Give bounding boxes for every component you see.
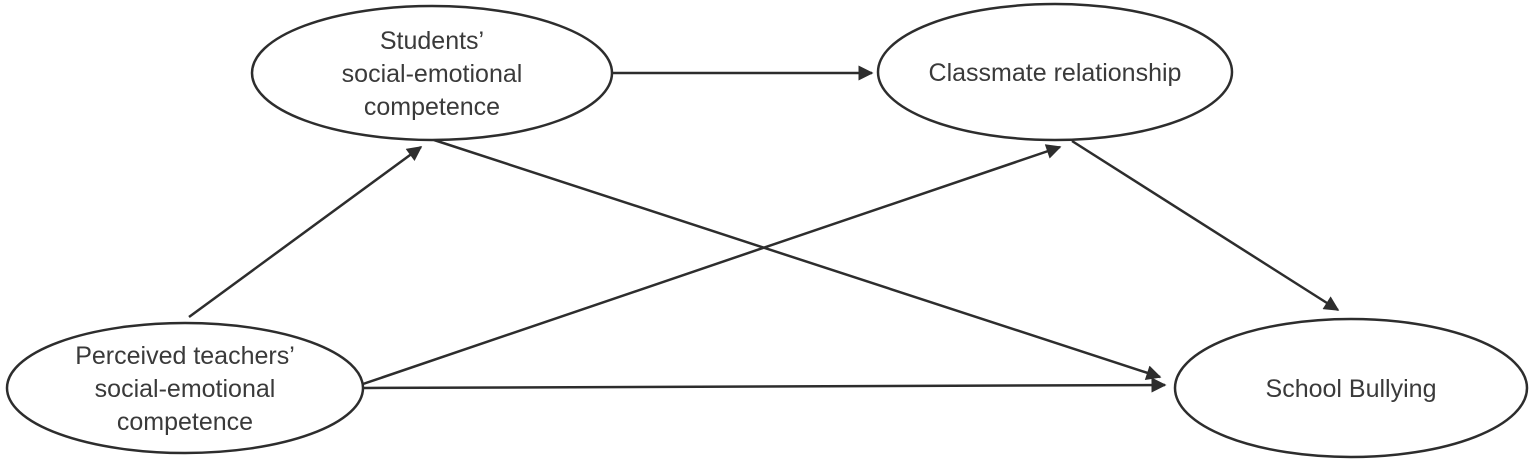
- node-ellipse-classmate-relationship: [876, 2, 1234, 142]
- node-ellipse-school-bullying: [1173, 317, 1529, 459]
- edge-students-sec-to-school-bullying: [433, 138, 1162, 380]
- node-label-classmate-relationship: Classmate relationship: [929, 59, 1182, 87]
- edge-classmate-relationship-to-school-bullying: [1071, 139, 1340, 312]
- node-classmate-relationship: Classmate relationship: [876, 2, 1234, 142]
- node-ellipse-perceived-teachers-sec: [5, 321, 365, 455]
- node-label-school-bullying: School Bullying: [1266, 375, 1437, 403]
- node-school-bullying: School Bullying: [1173, 317, 1529, 459]
- node-ellipse-students-sec: [250, 4, 614, 142]
- edge-perceived-teachers-sec-to-classmate-relationship: [362, 144, 1062, 386]
- edge-perceived-teachers-sec-to-school-bullying: [363, 377, 1167, 393]
- edge-perceived-teachers-sec-to-students-sec: [188, 145, 423, 319]
